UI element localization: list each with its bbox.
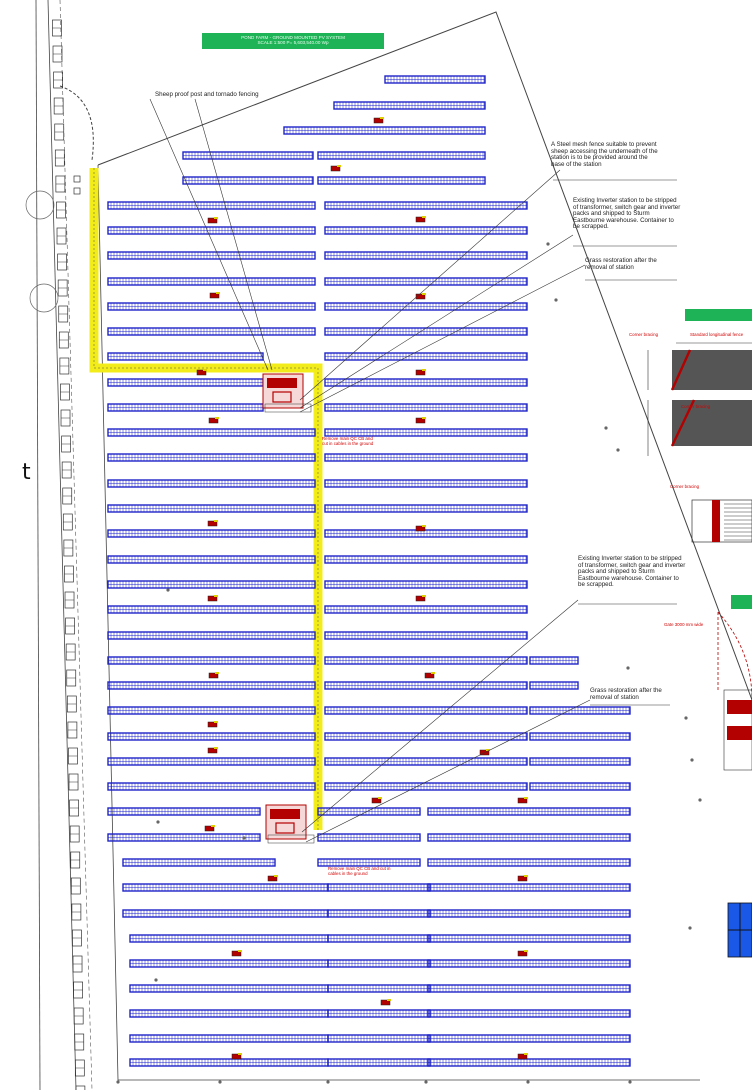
site-boundary (97, 11, 752, 1081)
gate-post (73, 175, 81, 183)
tree-canopy (25, 190, 55, 220)
cable-trench-outline (93, 168, 319, 830)
road-centre-line (59, 0, 93, 1090)
road-edge-line (47, 0, 77, 1090)
road-edge-line (35, 0, 41, 1090)
cable-route (89, 168, 323, 830)
tree-canopy (29, 283, 59, 313)
cable-trench (89, 168, 323, 830)
gate-post (73, 187, 81, 195)
panel-rows (107, 75, 631, 1067)
access-road-curve (59, 85, 94, 161)
road-edge-left (25, 0, 94, 1090)
roadside-post (75, 1085, 86, 1090)
